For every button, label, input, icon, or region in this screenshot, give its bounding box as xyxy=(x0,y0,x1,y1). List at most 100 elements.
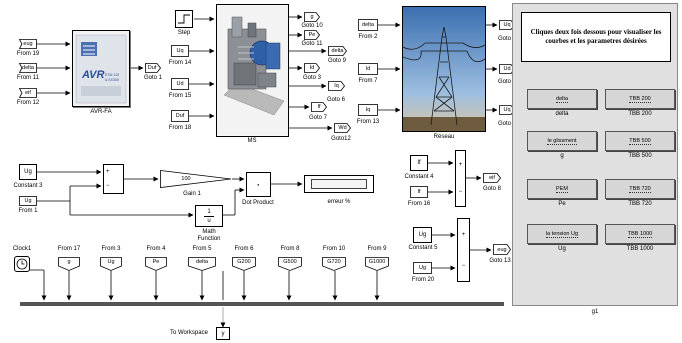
goto10-tag[interactable]: g xyxy=(304,12,320,22)
to-workspace-value: y xyxy=(221,330,225,337)
from20-caption: From 20 xyxy=(411,277,435,283)
ms-block[interactable] xyxy=(216,4,289,137)
from19-tag[interactable]: eug xyxy=(19,39,37,49)
from14-caption: From 14 xyxy=(168,60,192,66)
from12-caption: From 12 xyxy=(16,100,40,106)
panel-button[interactable]: TBB 720 xyxy=(605,179,675,199)
sum3-block[interactable]: + − xyxy=(457,218,470,282)
gain1-block[interactable]: 100 xyxy=(160,170,232,188)
from15-caption: From 15 xyxy=(168,93,192,99)
goto1-tag[interactable]: Duf xyxy=(145,63,161,73)
bottom-from-tag[interactable]: Pe xyxy=(145,257,167,271)
panel-button-caption: TBB 500 xyxy=(628,153,652,159)
constant3-block[interactable]: Ug xyxy=(19,164,37,180)
dot-product-block[interactable]: · xyxy=(246,172,271,197)
goto7-tag[interactable]: If xyxy=(311,102,327,112)
goto9-tag[interactable]: delta xyxy=(328,46,347,56)
goto11-tag[interactable]: Pe xyxy=(304,30,320,40)
from16-tag-text: If xyxy=(417,189,421,195)
clock-caption: Clock1 xyxy=(12,246,32,252)
constant4-block[interactable]: If xyxy=(410,155,428,171)
goto5-tag[interactable]: Ud xyxy=(499,64,515,74)
bottom-from-caption: From 5 xyxy=(192,246,212,252)
sum3-plus-sign: + xyxy=(461,231,466,238)
panel-button-caption: TBB 1000 xyxy=(626,246,654,252)
goto6-tag[interactable]: Iq xyxy=(328,81,345,91)
from16-caption: From 16 xyxy=(407,201,431,207)
step-block[interactable] xyxy=(175,10,193,28)
goto13-caption: Goto 13 xyxy=(489,258,511,264)
reseau-block[interactable] xyxy=(402,6,486,132)
clock-block[interactable] xyxy=(14,256,30,272)
sum-block[interactable]: + − xyxy=(103,164,124,194)
bottom-from-tag[interactable]: G1000 xyxy=(365,257,389,271)
svg-text:ETAI 110: ETAI 110 xyxy=(105,73,119,77)
from11-tag[interactable]: delta xyxy=(19,63,37,73)
bottom-from-tag[interactable]: g xyxy=(58,257,80,271)
math-denominator: u xyxy=(207,217,211,224)
panel-button[interactable]: le glissment xyxy=(527,131,597,151)
from18-caption: From 18 xyxy=(168,125,192,131)
goto5-tag-text: Ud xyxy=(503,66,511,72)
bottom-from-tag[interactable]: G200 xyxy=(232,257,256,271)
math-bar xyxy=(204,215,214,217)
avr-caption: AVR-FA xyxy=(90,109,112,115)
from18-tag[interactable]: Duf xyxy=(171,110,189,122)
from12-tag[interactable]: eif xyxy=(19,88,37,98)
from1-tag[interactable]: Ug xyxy=(19,196,37,206)
display-block[interactable] xyxy=(304,175,374,193)
step-icon xyxy=(178,14,190,24)
goto3-tag[interactable]: Id xyxy=(304,63,320,73)
panel-button[interactable]: la tension Ug xyxy=(527,224,597,244)
goto7-tag-text: If xyxy=(317,104,321,110)
gain1-caption: Gain 1 xyxy=(183,191,201,197)
bottom-from-caption: From 9 xyxy=(367,246,387,252)
constant3-caption: Constant 3 xyxy=(13,183,43,189)
bottom-from-tag[interactable]: Ug xyxy=(100,257,122,271)
panel-button[interactable]: TBB 200 xyxy=(605,89,675,109)
step-caption: Step xyxy=(177,30,191,36)
bottom-from-tag[interactable]: G720 xyxy=(322,257,346,271)
panel-button[interactable]: TBB 500 xyxy=(605,131,675,151)
constant5-caption: Constant 5 xyxy=(408,245,438,251)
from19-caption: From 19 xyxy=(16,51,40,57)
from13-tag-text: Iq xyxy=(365,107,371,113)
panel-button-label: PEM xyxy=(556,185,568,193)
avr-block[interactable]: AVR ETAI 110 & SX300 xyxy=(72,30,130,107)
from20-tag[interactable]: Ug xyxy=(413,262,432,274)
display-screen xyxy=(311,179,367,189)
panel-button[interactable]: TBB 1000 xyxy=(605,224,675,244)
panel-button-caption: TBB 720 xyxy=(628,201,652,207)
to-workspace-block[interactable]: y xyxy=(216,327,230,340)
from14-tag-text: Uq xyxy=(176,48,184,54)
bottom-from-caption: From 4 xyxy=(146,246,166,252)
panel-button[interactable]: delta xyxy=(527,89,597,109)
from13-tag[interactable]: Iq xyxy=(358,104,378,116)
from15-tag[interactable]: Ud xyxy=(171,78,189,90)
constant3-value: Ug xyxy=(24,169,32,175)
goto13-tag-text: eug xyxy=(497,246,507,253)
panel-subtitle: g1 xyxy=(591,309,599,315)
bottom-from-tag-text: G200 xyxy=(237,259,251,265)
bottom-from-tag-text: G500 xyxy=(283,259,297,265)
from14-tag[interactable]: Uq xyxy=(171,45,189,57)
math-function-block[interactable]: 1 u xyxy=(195,205,223,227)
bottom-from-tag[interactable]: delta xyxy=(188,257,216,271)
constant5-block[interactable]: Ug xyxy=(413,227,432,243)
panel-button-caption: TBB 200 xyxy=(628,111,652,117)
sum-plus-sign: + xyxy=(106,169,110,175)
goto4-tag-text: Uq xyxy=(503,107,511,113)
from7-tag[interactable]: Id xyxy=(358,63,378,75)
bottom-from-tag[interactable]: G500 xyxy=(278,257,302,271)
from7-tag-text: Id xyxy=(365,66,371,72)
sum2-block[interactable]: + − xyxy=(455,150,466,207)
from16-tag[interactable]: If xyxy=(410,186,428,198)
panel-button[interactable]: PEM xyxy=(527,179,597,199)
goto10-caption: Goto 10 xyxy=(301,23,323,29)
mux-bar[interactable] xyxy=(20,302,504,306)
from2-tag[interactable]: delta xyxy=(358,19,378,31)
goto13-tag[interactable]: eug xyxy=(493,244,511,255)
goto8-tag[interactable]: eif xyxy=(483,173,501,183)
goto8-tag-text: eif xyxy=(489,175,495,181)
goto12-tag[interactable]: Wd xyxy=(334,123,351,133)
